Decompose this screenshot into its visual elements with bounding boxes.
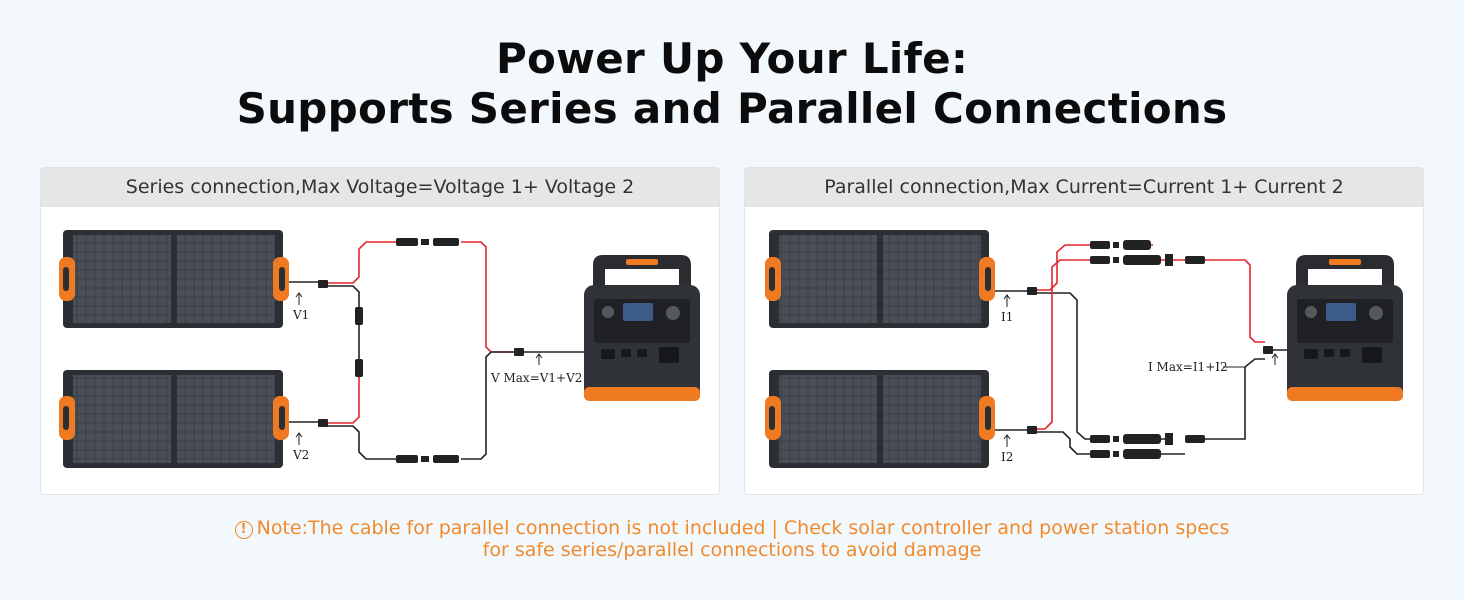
solar-panel-1 — [59, 230, 289, 328]
label-v2: V2 — [292, 448, 309, 462]
parallel-panel-header: Parallel connection,Max Current=Current … — [745, 168, 1423, 207]
label-v1: V1 — [292, 308, 309, 322]
power-station-parallel — [1287, 255, 1403, 401]
mc4-connectors — [318, 238, 524, 463]
power-station-series — [584, 255, 700, 401]
parallel-labels: I1 I2 I Max=I1+I2 — [1001, 294, 1279, 464]
page-title-line1: Power Up Your Life: — [495, 34, 969, 83]
parallel-connection-panel: Parallel connection,Max Current=Current … — [744, 167, 1424, 495]
parallel-wiring — [995, 244, 1290, 455]
solar-panel-3 — [765, 230, 995, 328]
note-line2: for safe series/parallel connections to … — [482, 539, 982, 561]
mc4-connectors-parallel — [1027, 240, 1273, 459]
series-labels: V1 V2 V Max=V1+V2 — [292, 292, 582, 462]
label-i2: I2 — [1001, 450, 1013, 464]
warning-circle-icon: ! — [234, 521, 253, 539]
parallel-diagram: I1 I2 I Max=I1+I2 — [765, 230, 1403, 468]
series-panel-header: Series connection,Max Voltage=Voltage 1+… — [41, 168, 719, 207]
solar-panel-4 — [765, 370, 995, 468]
label-i-max: I Max=I1+I2 — [1148, 360, 1228, 374]
series-diagram: V1 V2 V Max=V1+V2 — [59, 230, 700, 468]
note-text-1: Note:The cable for parallel connection i… — [256, 517, 1230, 539]
solar-panel-2 — [59, 370, 289, 468]
note-line1: !Note:The cable for parallel connection … — [0, 517, 1464, 539]
series-wiring — [289, 241, 586, 460]
page-title-line2: Supports Series and Parallel Connections — [236, 84, 1228, 133]
label-i1: I1 — [1001, 310, 1013, 324]
series-connection-panel: Series connection,Max Voltage=Voltage 1+… — [40, 167, 720, 495]
label-v-max: V Max=V1+V2 — [490, 371, 582, 385]
